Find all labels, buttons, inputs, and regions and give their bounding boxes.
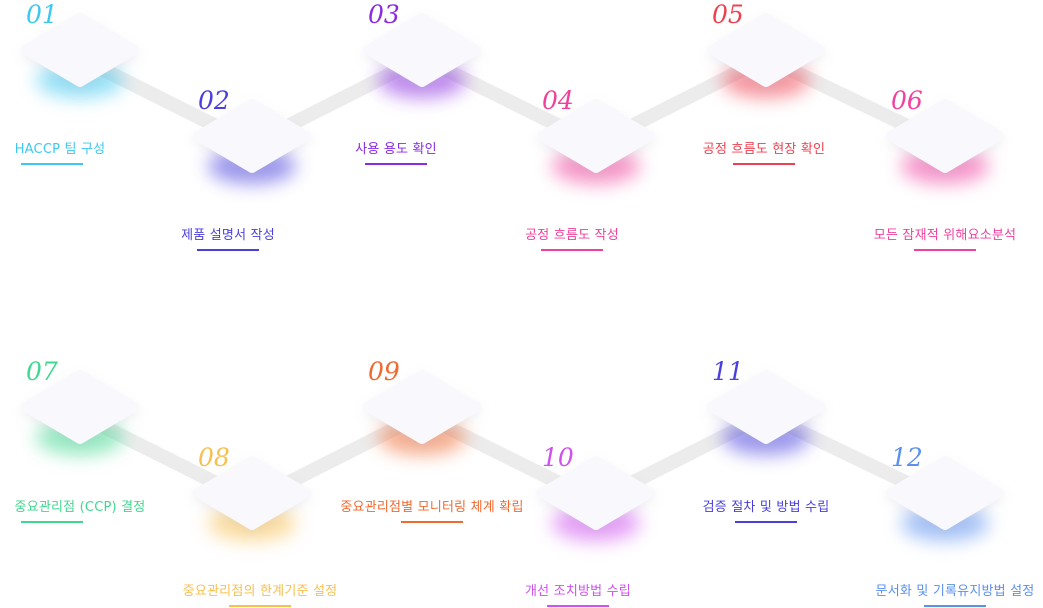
step-label: 중요관리점 (CCP) 결정 — [14, 500, 146, 515]
step-number: 11 — [712, 357, 744, 386]
step-number: 06 — [891, 86, 923, 115]
label-underline — [914, 249, 976, 251]
label-underline — [735, 521, 797, 523]
step-label: 모든 잠재적 위해요소분석 — [873, 228, 1017, 243]
step-label: 중요관리점별 모니터링 체계 확립 — [340, 500, 524, 515]
step-02-tile — [193, 99, 311, 184]
step-05-tile — [707, 13, 825, 98]
tile-face — [363, 13, 481, 87]
label-underline — [21, 163, 83, 165]
step-number: 12 — [891, 443, 923, 472]
label-underline — [401, 521, 463, 523]
step-04-tile — [537, 99, 655, 184]
label-underline — [197, 249, 259, 251]
label-underline — [924, 605, 986, 607]
tile-face — [537, 99, 655, 173]
tile-face — [193, 99, 311, 173]
step-label: 문서화 및 기록유지방법 설정 — [875, 584, 1035, 599]
label-underline — [541, 249, 603, 251]
tile-face — [886, 456, 1004, 530]
step-09-tile — [363, 370, 481, 455]
step-08-tile — [193, 456, 311, 541]
label-underline — [733, 163, 795, 165]
step-label: 공정 흐름도 현장 확인 — [702, 142, 826, 157]
step-number: 02 — [198, 86, 230, 115]
step-number: 01 — [26, 0, 58, 29]
tile-face — [193, 456, 311, 530]
label-underline — [21, 521, 83, 523]
step-07-tile — [21, 370, 139, 455]
step-11-tile — [707, 370, 825, 455]
tile-face — [707, 370, 825, 444]
tile-face — [707, 13, 825, 87]
step-label: 중요관리점의 한계기준 설정 — [182, 584, 338, 599]
step-01-tile — [21, 13, 139, 98]
step-number: 10 — [542, 443, 574, 472]
tile-face — [886, 99, 1004, 173]
step-label: 개선 조치방법 수립 — [525, 584, 631, 599]
label-underline — [547, 605, 609, 607]
label-underline — [365, 163, 427, 165]
tile-face — [537, 456, 655, 530]
step-number: 07 — [26, 357, 58, 386]
step-number: 05 — [712, 0, 744, 29]
step-10-tile — [537, 456, 655, 541]
tile-face — [21, 13, 139, 87]
step-number: 04 — [542, 86, 574, 115]
step-label: 공정 흐름도 작성 — [525, 228, 619, 243]
step-label: 제품 설명서 작성 — [181, 228, 275, 243]
step-label: 사용 용도 확인 — [355, 142, 437, 157]
step-number: 03 — [368, 0, 400, 29]
step-03-tile — [363, 13, 481, 98]
label-underline — [229, 605, 291, 607]
step-label: HACCP 팀 구성 — [14, 142, 106, 157]
step-label: 검증 절차 및 방법 수립 — [702, 500, 830, 515]
step-number: 08 — [198, 443, 230, 472]
tile-face — [363, 370, 481, 444]
step-number: 09 — [368, 357, 400, 386]
step-12-tile — [886, 456, 1004, 541]
tile-face — [21, 370, 139, 444]
step-06-tile — [886, 99, 1004, 184]
